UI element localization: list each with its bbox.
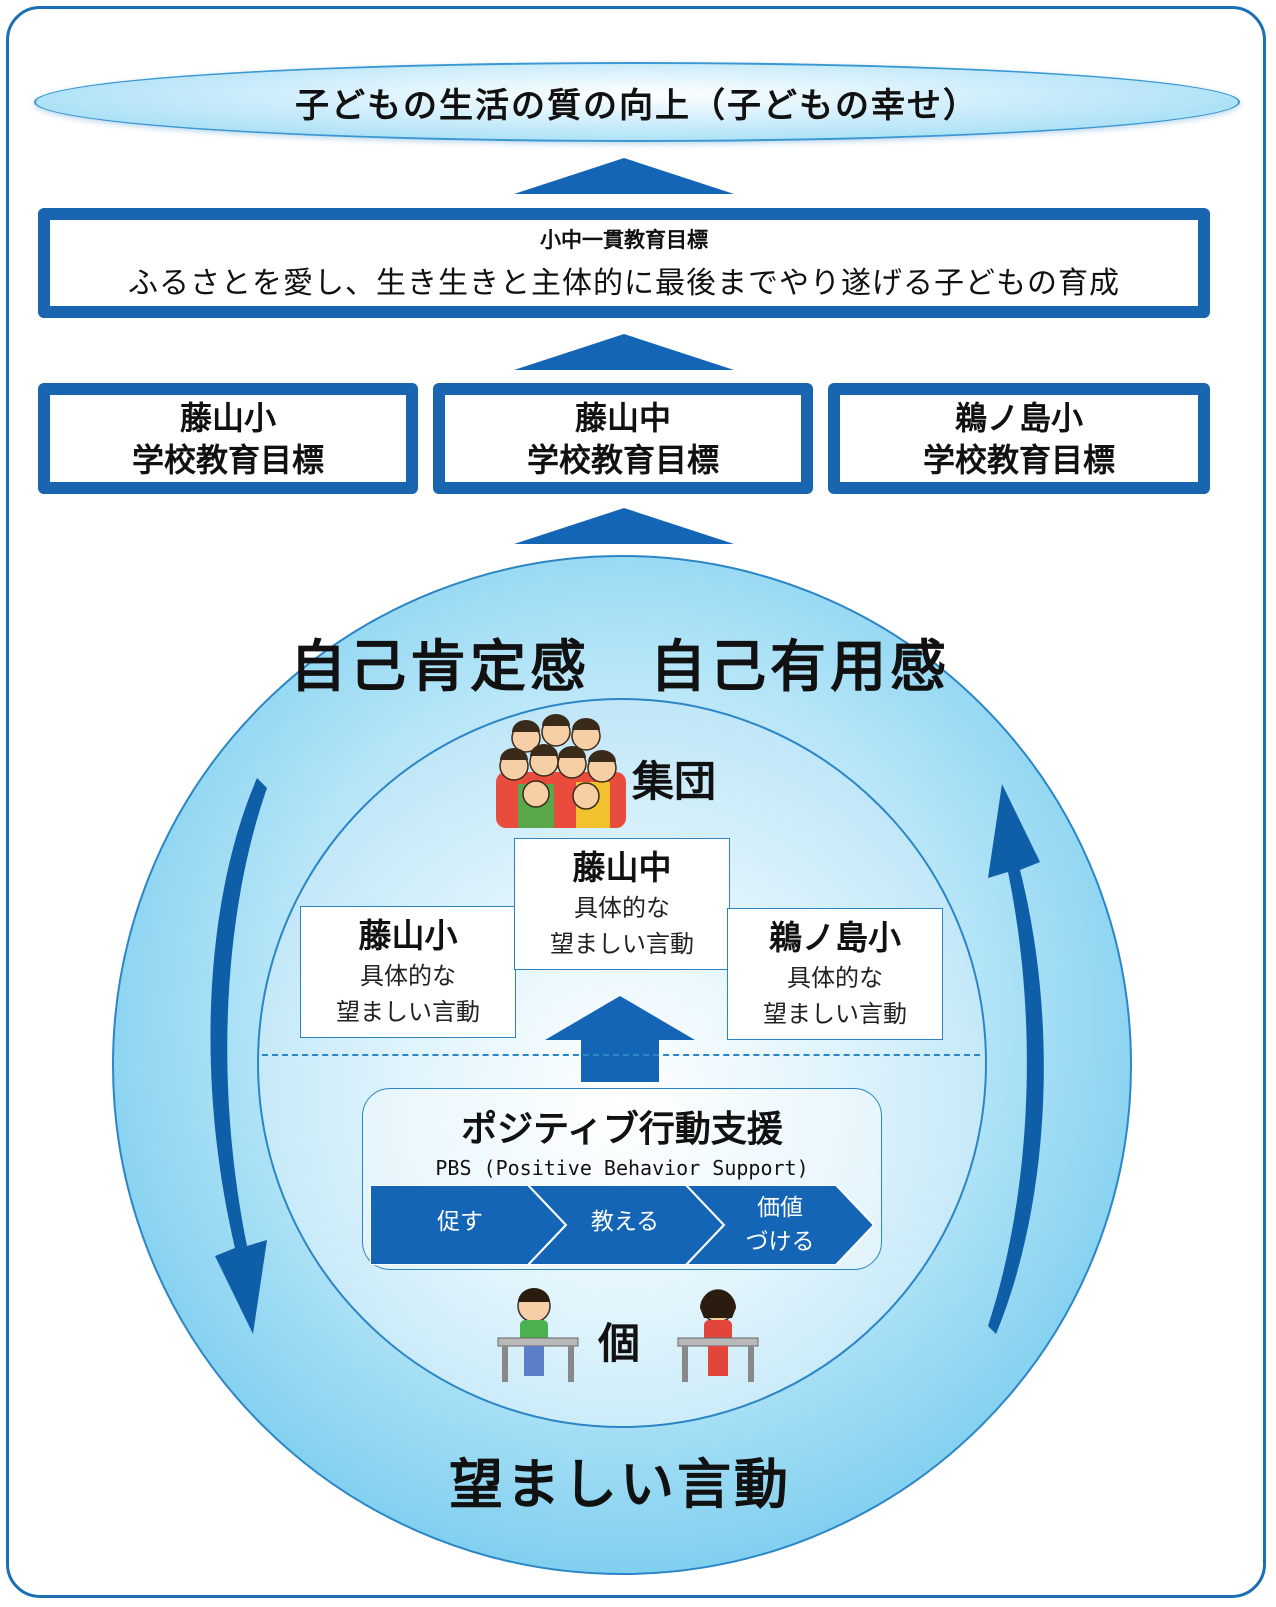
joint-goal-label: 小中一貫教育目標: [540, 228, 708, 252]
school-goal-unoshima-elementary: 鵜ノ島小 学校教育目標: [828, 383, 1210, 494]
school-goal-fujiyama-junior-high: 藤山中 学校教育目標: [433, 383, 813, 494]
behavior-line1: 具体的な: [787, 964, 883, 992]
behavior-line2: 望ましい言動: [550, 930, 694, 958]
behavior-box-fujiyama-elementary: 藤山小 具体的な 望ましい言動: [300, 906, 516, 1038]
school-goal-label: 学校教育目標: [526, 440, 719, 479]
chevron-step-2: [526, 1185, 726, 1265]
school-name: 藤山中: [574, 398, 671, 437]
arrow-up-icon: [514, 158, 734, 194]
individual-label: 個: [598, 1319, 641, 1368]
school-goal-label: 学校教育目標: [922, 440, 1115, 479]
group-children-icon: [496, 714, 626, 828]
pbs-step-prompt: 促す: [437, 1209, 483, 1235]
desired-behavior-label: 望ましい言動: [449, 1453, 791, 1516]
pbs-subtitle: PBS (Positive Behavior Support): [435, 1156, 809, 1180]
behavior-box-unoshima-elementary: 鵜ノ島小 具体的な 望ましい言動: [727, 908, 943, 1040]
pbs-step-teach: 教える: [590, 1209, 660, 1235]
behavior-box-fujiyama-junior-high: 藤山中 具体的な 望ましい言動: [514, 838, 730, 970]
top-goal-text: 子どもの生活の質の向上（子どもの幸せ）: [295, 85, 979, 126]
arrow-up-icon: [514, 508, 734, 544]
behavior-line2: 望ましい言動: [336, 998, 480, 1026]
pbs-steps-chevrons: [370, 1185, 874, 1265]
school-goal-fujiyama-elementary: 藤山小 学校教育目標: [38, 383, 418, 494]
arrow-up-icon: [514, 334, 734, 370]
behavior-school-name: 鵜ノ島小: [769, 918, 901, 957]
girl-at-desk-icon: [677, 1289, 759, 1382]
joint-goal-text: ふるさとを愛し、生き生きと主体的に最後までやり遂げる子どもの育成: [128, 266, 1120, 301]
school-goal-label: 学校教育目標: [131, 440, 324, 479]
pbs-step-value-1: 価値: [757, 1195, 803, 1221]
school-name: 藤山小: [179, 398, 276, 437]
pbs-step-value-2: づける: [745, 1229, 815, 1255]
chevron-step-3: [684, 1185, 874, 1265]
boy-at-desk-icon: [497, 1288, 579, 1382]
behavior-line1: 具体的な: [574, 894, 670, 922]
behavior-school-name: 藤山小: [358, 916, 458, 955]
joint-goal-panel: 小中一貫教育目標 ふるさとを愛し、生き生きと主体的に最後までやり遂げる子どもの育…: [38, 208, 1210, 318]
outer-frame: [6, 6, 1266, 1598]
self-esteem-label: 自己肯定感 自己有用感: [290, 635, 950, 700]
arrow-up-block-icon: [545, 996, 695, 1082]
cycle-arrow-left-icon: [210, 778, 267, 1334]
behavior-school-name: 藤山中: [572, 848, 672, 887]
top-goal-oval: 子どもの生活の質の向上（子どもの幸せ）: [34, 62, 1240, 142]
group-label: 集団: [632, 757, 717, 806]
pbs-title: ポジティブ行動支援: [461, 1109, 783, 1150]
behavior-line1: 具体的な: [360, 962, 456, 990]
school-name: 鵜ノ島小: [954, 398, 1083, 437]
cycle-arrow-right-icon: [988, 784, 1044, 1334]
divider-line: [262, 1054, 980, 1056]
behavior-line2: 望ましい言動: [763, 1000, 907, 1028]
